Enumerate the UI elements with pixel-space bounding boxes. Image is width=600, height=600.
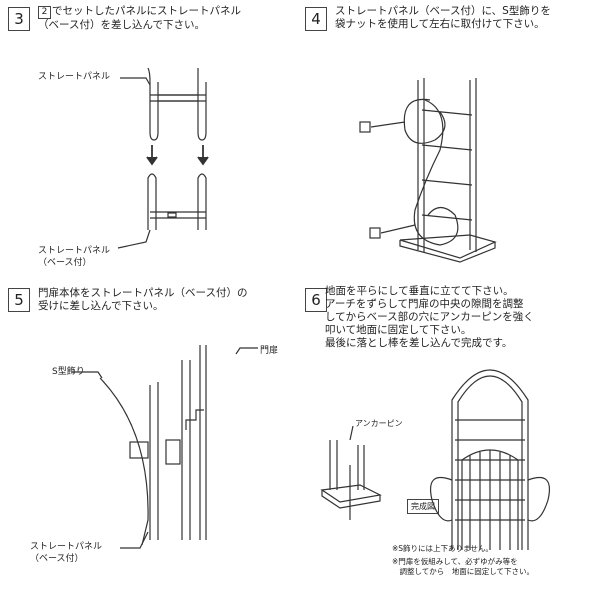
step-6-text: 地面を平らにして垂直に立てて下さい。 アーチをずらして門扉の中央の隙間を調整 し… <box>325 285 534 349</box>
note-gate-adjust: ※門扉を仮組みして、必ずゆがみ等を 調整してから 地面に固定して下さい。 <box>392 557 535 576</box>
label-straight-panel-base: ストレートパネル （ベース付） <box>38 246 111 268</box>
step-4-text: ストレートパネル（ベース付）に、S型飾りを 袋ナットを使用して左右に取付けて下さ… <box>335 5 551 30</box>
step3-lower-panel <box>117 173 207 249</box>
label-s-decoration: S型飾り <box>52 367 85 377</box>
step3-upper-panel <box>120 67 207 141</box>
step3-arrows <box>146 145 209 166</box>
step-3-number: 3 <box>8 7 30 31</box>
step4-frame <box>359 78 497 263</box>
label-straight-panel-base-5: ストレートパネル （ベース付） <box>30 542 103 564</box>
step-4-number: 4 <box>305 7 327 31</box>
note-s-decoration: ※S飾りには上下ありません。 <box>392 544 493 553</box>
step-5-number: 5 <box>8 288 30 312</box>
step-5-text: 門扉本体をストレートパネル（ベース付）の 受けに差し込んで下さい。 <box>38 287 248 312</box>
step-6-number: 6 <box>305 288 327 312</box>
completed-badge: 完成図 <box>407 499 439 514</box>
label-anchor-pin: アンカーピン <box>355 419 403 428</box>
label-straight-panel: ストレートパネル <box>38 72 111 82</box>
label-gate-door: 門扉 <box>260 346 279 356</box>
step5-detail <box>72 345 258 549</box>
step6-completed-gate <box>430 369 550 550</box>
step6-anchor-detail <box>320 425 382 520</box>
